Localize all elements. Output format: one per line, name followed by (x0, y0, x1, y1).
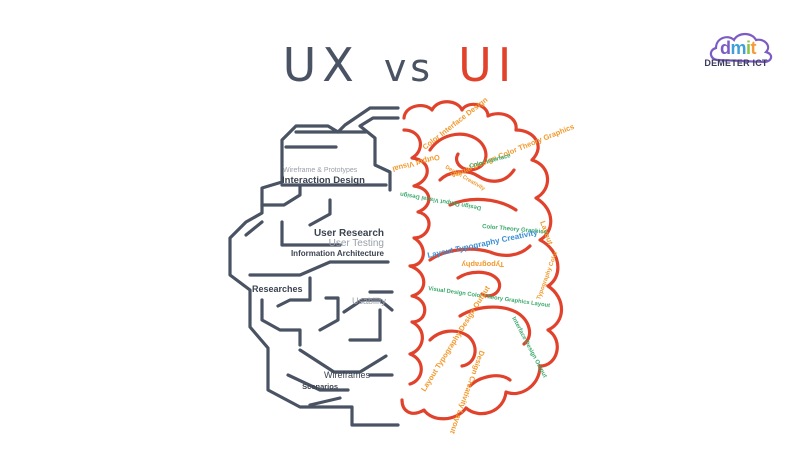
ux-labels: Wireframe & Prototypes Interaction Desig… (252, 167, 386, 391)
cloud-logo-icon (709, 32, 773, 64)
label-user-research: User Research (314, 228, 384, 239)
label-usability: Usability (352, 296, 387, 306)
label-wireframe-prototypes: Wireframe & Prototypes (283, 167, 358, 174)
label-researches: Researches (252, 284, 303, 294)
page-title: UX vs UI (0, 38, 800, 92)
ux-brain-outline (228, 106, 400, 427)
label-interaction-design: Interaction Design (282, 175, 365, 186)
ui-brain-outline (400, 100, 563, 421)
logo-word: dmit (719, 38, 757, 58)
label-typography: Typography (461, 260, 504, 269)
label-design-creativity-layout: Design Creativity Layout (448, 349, 487, 435)
title-vs: vs (383, 46, 435, 90)
title-ui: UI (458, 38, 518, 92)
label-user-testing: User Testing (329, 238, 384, 249)
label-wireframes: Wireframes (324, 370, 371, 380)
title-ux: UX (282, 38, 360, 92)
logo-caption: DEMETER ICT (704, 58, 768, 68)
label-information-architecture: Information Architecture (291, 249, 385, 258)
label-color-theory-graphics: Color Theory Graphics (482, 224, 548, 236)
label-layout-typography-creativity: Layout Typography Creativity (427, 228, 539, 260)
label-scenarios: Scenarios (302, 382, 338, 391)
